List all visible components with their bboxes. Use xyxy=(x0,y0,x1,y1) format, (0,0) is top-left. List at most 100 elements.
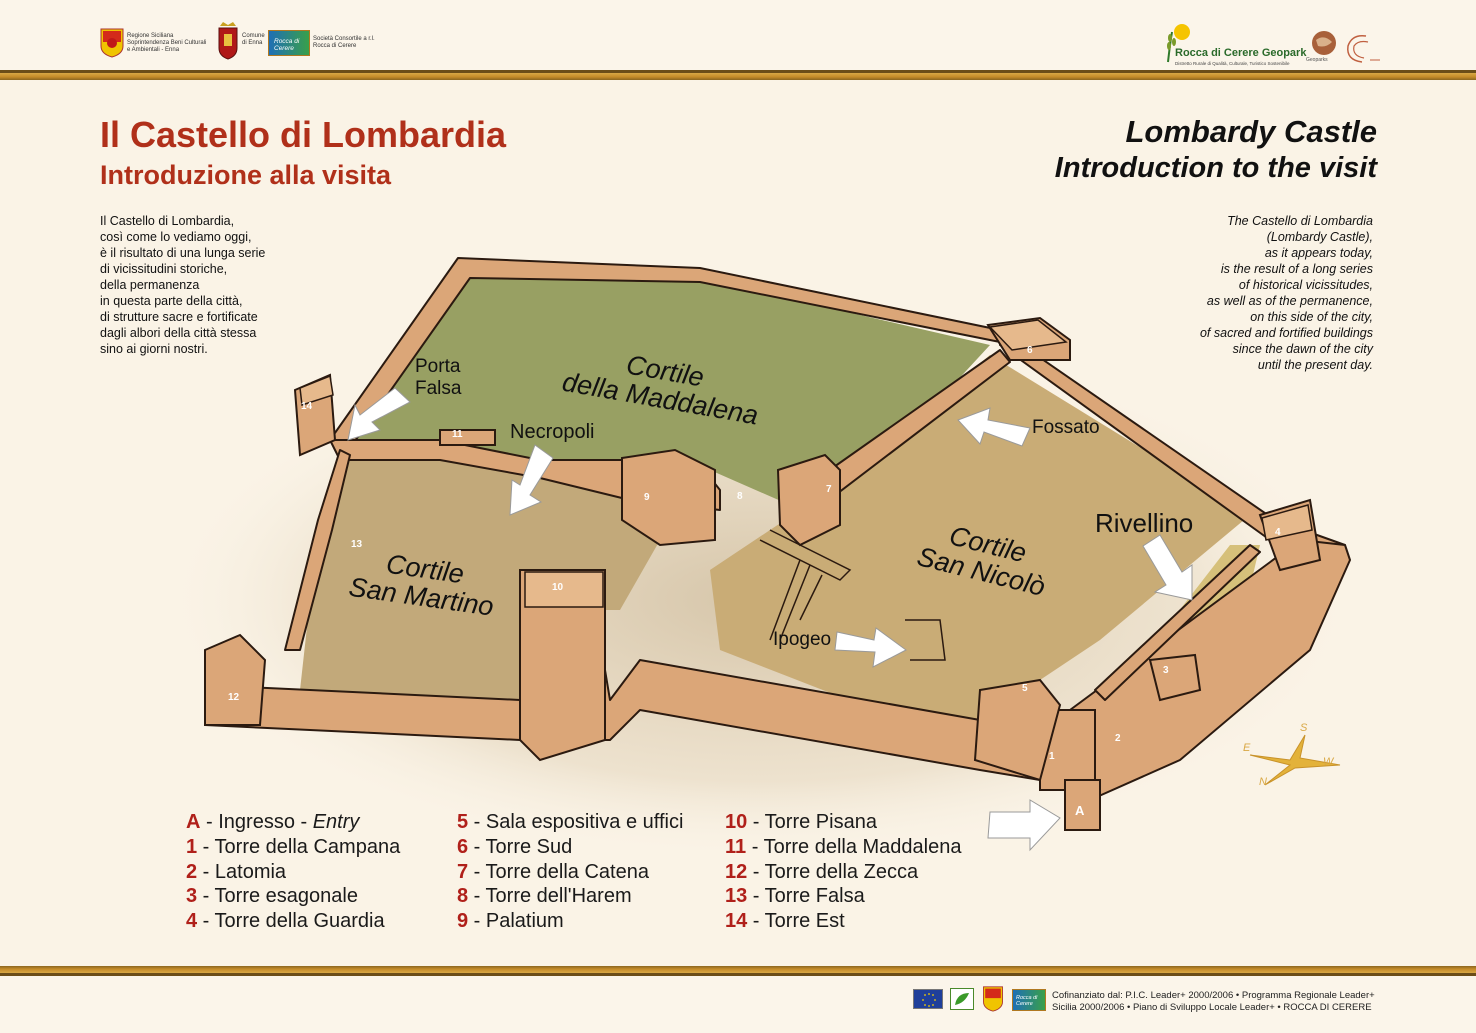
compass-w: W xyxy=(1323,756,1334,768)
label-porta-falsa: Porta Falsa xyxy=(415,356,461,400)
tower-9-shape xyxy=(621,448,716,547)
intro-line: è il risultato di una lunga serie xyxy=(100,246,266,260)
tower-number-6: 6 xyxy=(1027,345,1033,356)
legend-item: 3 - Torre esagonale xyxy=(186,884,400,909)
intro-line: di strutture sacre e fortificate xyxy=(100,310,258,324)
tower-number-10: 10 xyxy=(552,582,564,593)
intro-line: dagli albori della città stessa xyxy=(100,326,257,340)
courtyard-maddalena-area xyxy=(345,270,990,505)
compass-rose xyxy=(1249,734,1341,786)
geopark-tagline: Distretto Rurale di Qualità, Culturale, … xyxy=(1175,61,1290,66)
legend-item: 14 - Torre Est xyxy=(725,909,961,934)
legend-key: 3 xyxy=(186,885,198,908)
compass-s: S xyxy=(1300,722,1308,734)
legend-text: - Torre della Campana xyxy=(197,835,401,858)
legend-text: - Palatium xyxy=(468,910,564,933)
tower-a-shape xyxy=(1064,779,1101,831)
legend-key: 11 xyxy=(725,835,747,858)
title-italian: Il Castello di Lombardia xyxy=(100,114,507,155)
tower-number-11: 11 xyxy=(452,429,463,440)
intro-line: is the result of a long series xyxy=(1220,262,1373,276)
arrow-fossato xyxy=(957,407,1031,447)
legend-key: 2 xyxy=(186,860,198,883)
courtyard-nicolo-area xyxy=(710,355,1250,720)
castle-towers xyxy=(204,316,1322,831)
tower-3-shape xyxy=(1148,653,1202,702)
legend-text: - Torre Falsa xyxy=(747,885,865,908)
wheat-sun-icon xyxy=(1167,24,1190,63)
legend-item: 12 - Torre della Zecca xyxy=(725,860,961,885)
logo-text-line: Società Consortile a r.l. xyxy=(313,36,375,42)
cofinanziato-text: Cofinanziato dal: P.I.C. Leader+ 2000/20… xyxy=(1052,990,1375,1014)
legend-item: A - Ingresso - Entry xyxy=(186,810,400,835)
rocca-badge-text: Rocca di Cerere xyxy=(274,38,300,52)
tower-11-shape xyxy=(439,429,496,446)
intro-line: della permanenza xyxy=(100,278,200,292)
regione-shield-icon xyxy=(100,28,124,58)
tower-number-13: 13 xyxy=(351,539,363,550)
tower-number-14: 14 xyxy=(301,401,313,412)
geopark-logo: Rocca di Cerere Geopark Distretto Rurale… xyxy=(1150,22,1306,68)
tower-number-3: 3 xyxy=(1163,665,1169,676)
top-band xyxy=(0,70,1476,80)
tower-number-5: 5 xyxy=(1022,683,1028,694)
unesco-swirl-icon xyxy=(1347,34,1380,63)
legend-item: 13 - Torre Falsa xyxy=(725,884,961,909)
intro-line: (Lombardy Castle), xyxy=(1266,230,1373,244)
intro-english: The Castello di Lombardia (Lombardy Cast… xyxy=(1113,213,1373,373)
tower-number-1: 1 xyxy=(1049,751,1055,762)
bottom-band xyxy=(0,966,1476,976)
legend-key: 7 xyxy=(457,860,469,883)
arrow-entry xyxy=(987,799,1061,852)
comune-enna-logo: Comune di Enna xyxy=(217,20,265,60)
rocca-badge-icon: Rocca di Cerere xyxy=(268,30,310,56)
legend-item: 5 - Sala espositiva e uffici xyxy=(457,810,683,835)
legend-key: 9 xyxy=(457,910,469,933)
geoparks-network-logo: Geoparks xyxy=(1306,30,1342,64)
regione-siciliana-logo: Regione Siciliana Soprintendenza Beni Cu… xyxy=(100,28,206,58)
intro-line: The Castello di Lombardia xyxy=(1227,214,1373,228)
compass-n: N xyxy=(1259,776,1267,788)
castle-walls xyxy=(204,257,1351,801)
label-necropoli: Necropoli xyxy=(510,421,595,443)
logo-text-line: Soprintendenza Beni Culturali xyxy=(127,39,207,46)
legend-item: 4 - Torre della Guardia xyxy=(186,909,400,934)
footer-badge-text: Rocca di Cerere xyxy=(1016,995,1038,1007)
arrow-ipogeo xyxy=(834,627,907,668)
subtitle-english: Introduction to the visit xyxy=(1054,152,1377,184)
courtyard-martino-area xyxy=(300,455,660,715)
footer-regione-shield-icon xyxy=(983,986,1003,1012)
legend-text: - Ingresso - xyxy=(200,811,313,833)
legend-text: - Torre della Catena xyxy=(468,860,649,883)
cofin-line: Cofinanziato dal: P.I.C. Leader+ 2000/20… xyxy=(1052,990,1375,1001)
logo-text-line: Comune xyxy=(242,33,265,39)
legend-text: - Latomia xyxy=(197,860,287,883)
legend-text-italic: Entry xyxy=(312,811,360,833)
ipogeo-stairs xyxy=(759,529,946,661)
legend-key: 10 xyxy=(725,811,748,833)
logo-text-line: Regione Siciliana xyxy=(127,32,174,39)
logo-text-line: e Ambientali - Enna xyxy=(127,46,180,53)
leaf-icon xyxy=(955,993,969,1005)
tower-tops xyxy=(299,319,1313,608)
legend-item: 6 - Torre Sud xyxy=(457,835,683,860)
label-rivellino: Rivellino xyxy=(1095,508,1194,538)
arrow-necropoli xyxy=(509,444,554,516)
tower-number-4: 4 xyxy=(1275,527,1281,538)
intro-line: così come lo vediamo oggi, xyxy=(100,230,252,244)
legend-item: 1 - Torre della Campana xyxy=(186,835,400,860)
arrow-porta-falsa xyxy=(347,387,411,441)
intro-line: sino ai giorni nostri. xyxy=(100,342,208,356)
legend-key: 8 xyxy=(457,885,469,908)
label-fossato: Fossato xyxy=(1032,417,1100,438)
legend-text: - Torre dell'Harem xyxy=(468,885,632,908)
logo-text-line: Rocca di Cerere xyxy=(313,43,357,49)
cofin-line: Sicilia 2000/2006 • Piano di Sviluppo Lo… xyxy=(1052,1002,1372,1013)
arrows xyxy=(347,387,1193,852)
header-bar: Regione Siciliana Soprintendenza Beni Cu… xyxy=(0,0,1476,72)
tower-number-8: 8 xyxy=(737,491,743,502)
label-line: Falsa xyxy=(415,378,462,399)
intro-italian: Il Castello di Lombardia, così come lo v… xyxy=(100,213,330,357)
legend-item: 11 - Torre della Maddalena xyxy=(725,835,961,860)
intro-line: in questa parte della città, xyxy=(100,294,243,308)
